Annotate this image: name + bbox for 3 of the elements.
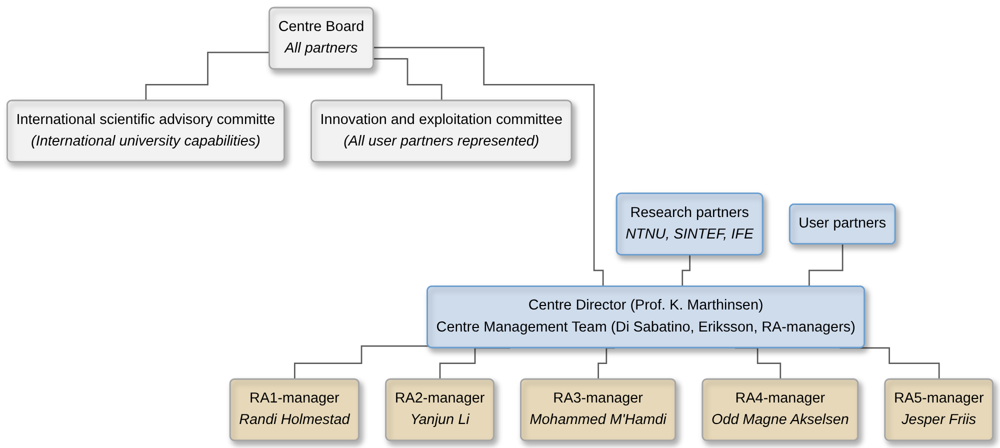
connector <box>294 345 429 380</box>
connector <box>374 58 442 102</box>
connector <box>145 52 270 102</box>
